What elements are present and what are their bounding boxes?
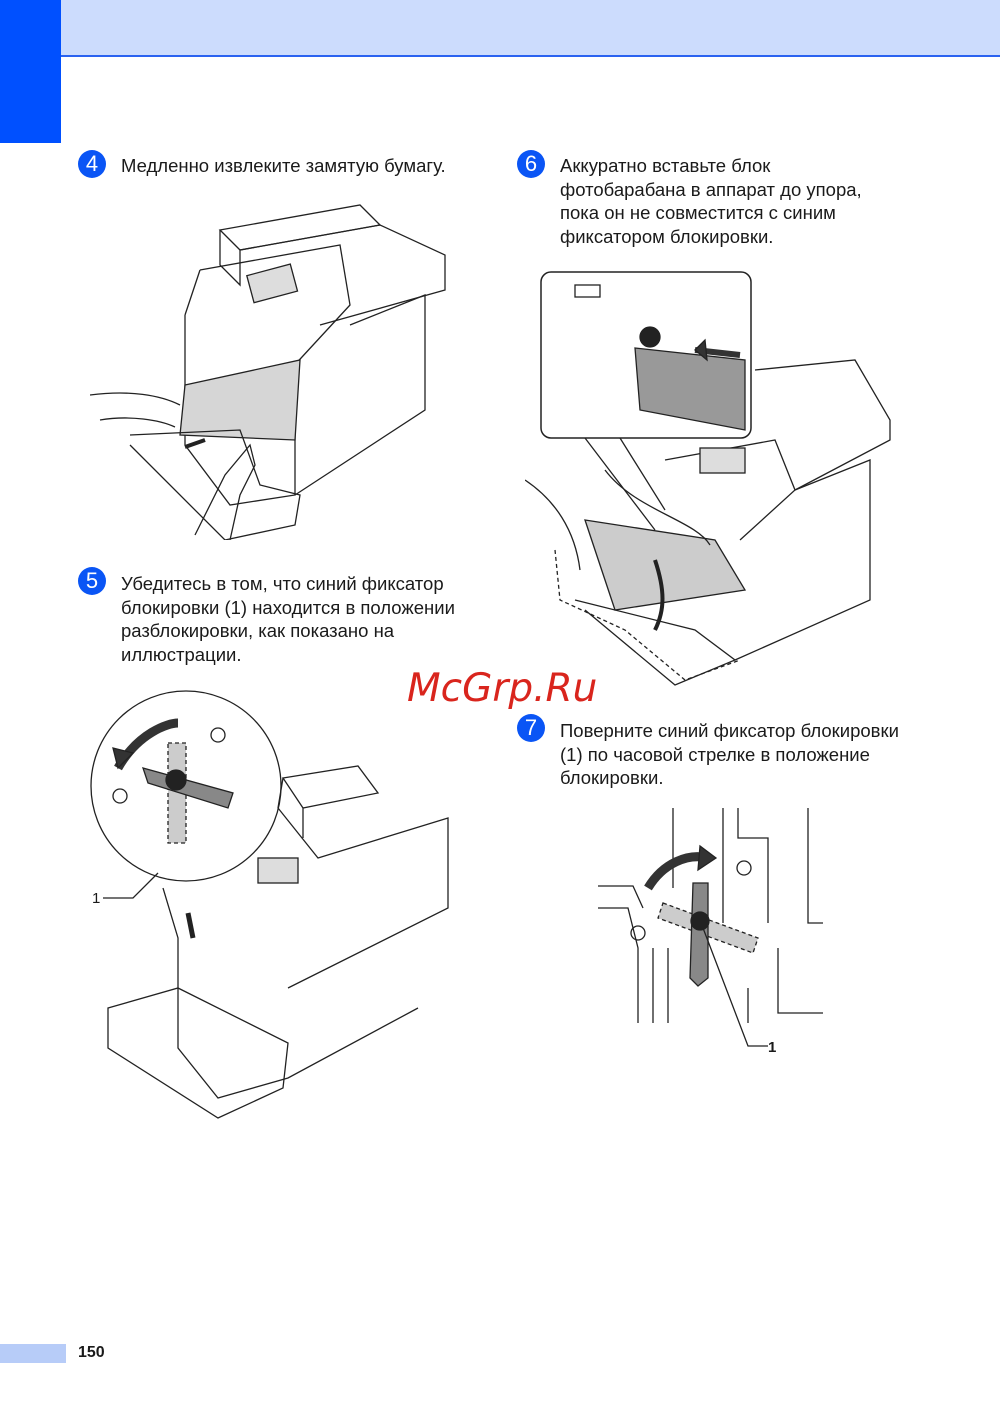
illustration-remove-paper: [89, 195, 450, 541]
watermark: McGrp.Ru: [407, 666, 598, 711]
step-text-4: Медленно извлеките замятую бумагу.: [121, 155, 446, 176]
chapter-tab: [0, 0, 61, 143]
callout-1: 1: [92, 890, 101, 907]
step-text-6: Аккуратно вставьте блок фотобарабана в а…: [560, 155, 862, 247]
illustration-insert-drum: [524, 270, 895, 690]
step-text-5: Убедитесь в том, что синий фиксатор блок…: [121, 573, 455, 665]
footer-bar: [0, 1344, 66, 1363]
step-text-7: Поверните синий фиксатор блокировки (1) …: [560, 720, 899, 788]
callout-1: 1: [768, 1039, 777, 1056]
header-band: [61, 0, 1000, 57]
illustration-lock-locked: 1: [598, 808, 823, 1058]
step-number-7: 7: [517, 714, 545, 742]
step-number-6: 6: [517, 150, 545, 178]
illustration-lock-unlocked: 1: [88, 688, 453, 1123]
step-number-5: 5: [78, 567, 106, 595]
step-number-4: 4: [78, 150, 106, 178]
page-number: 150: [78, 1344, 105, 1361]
